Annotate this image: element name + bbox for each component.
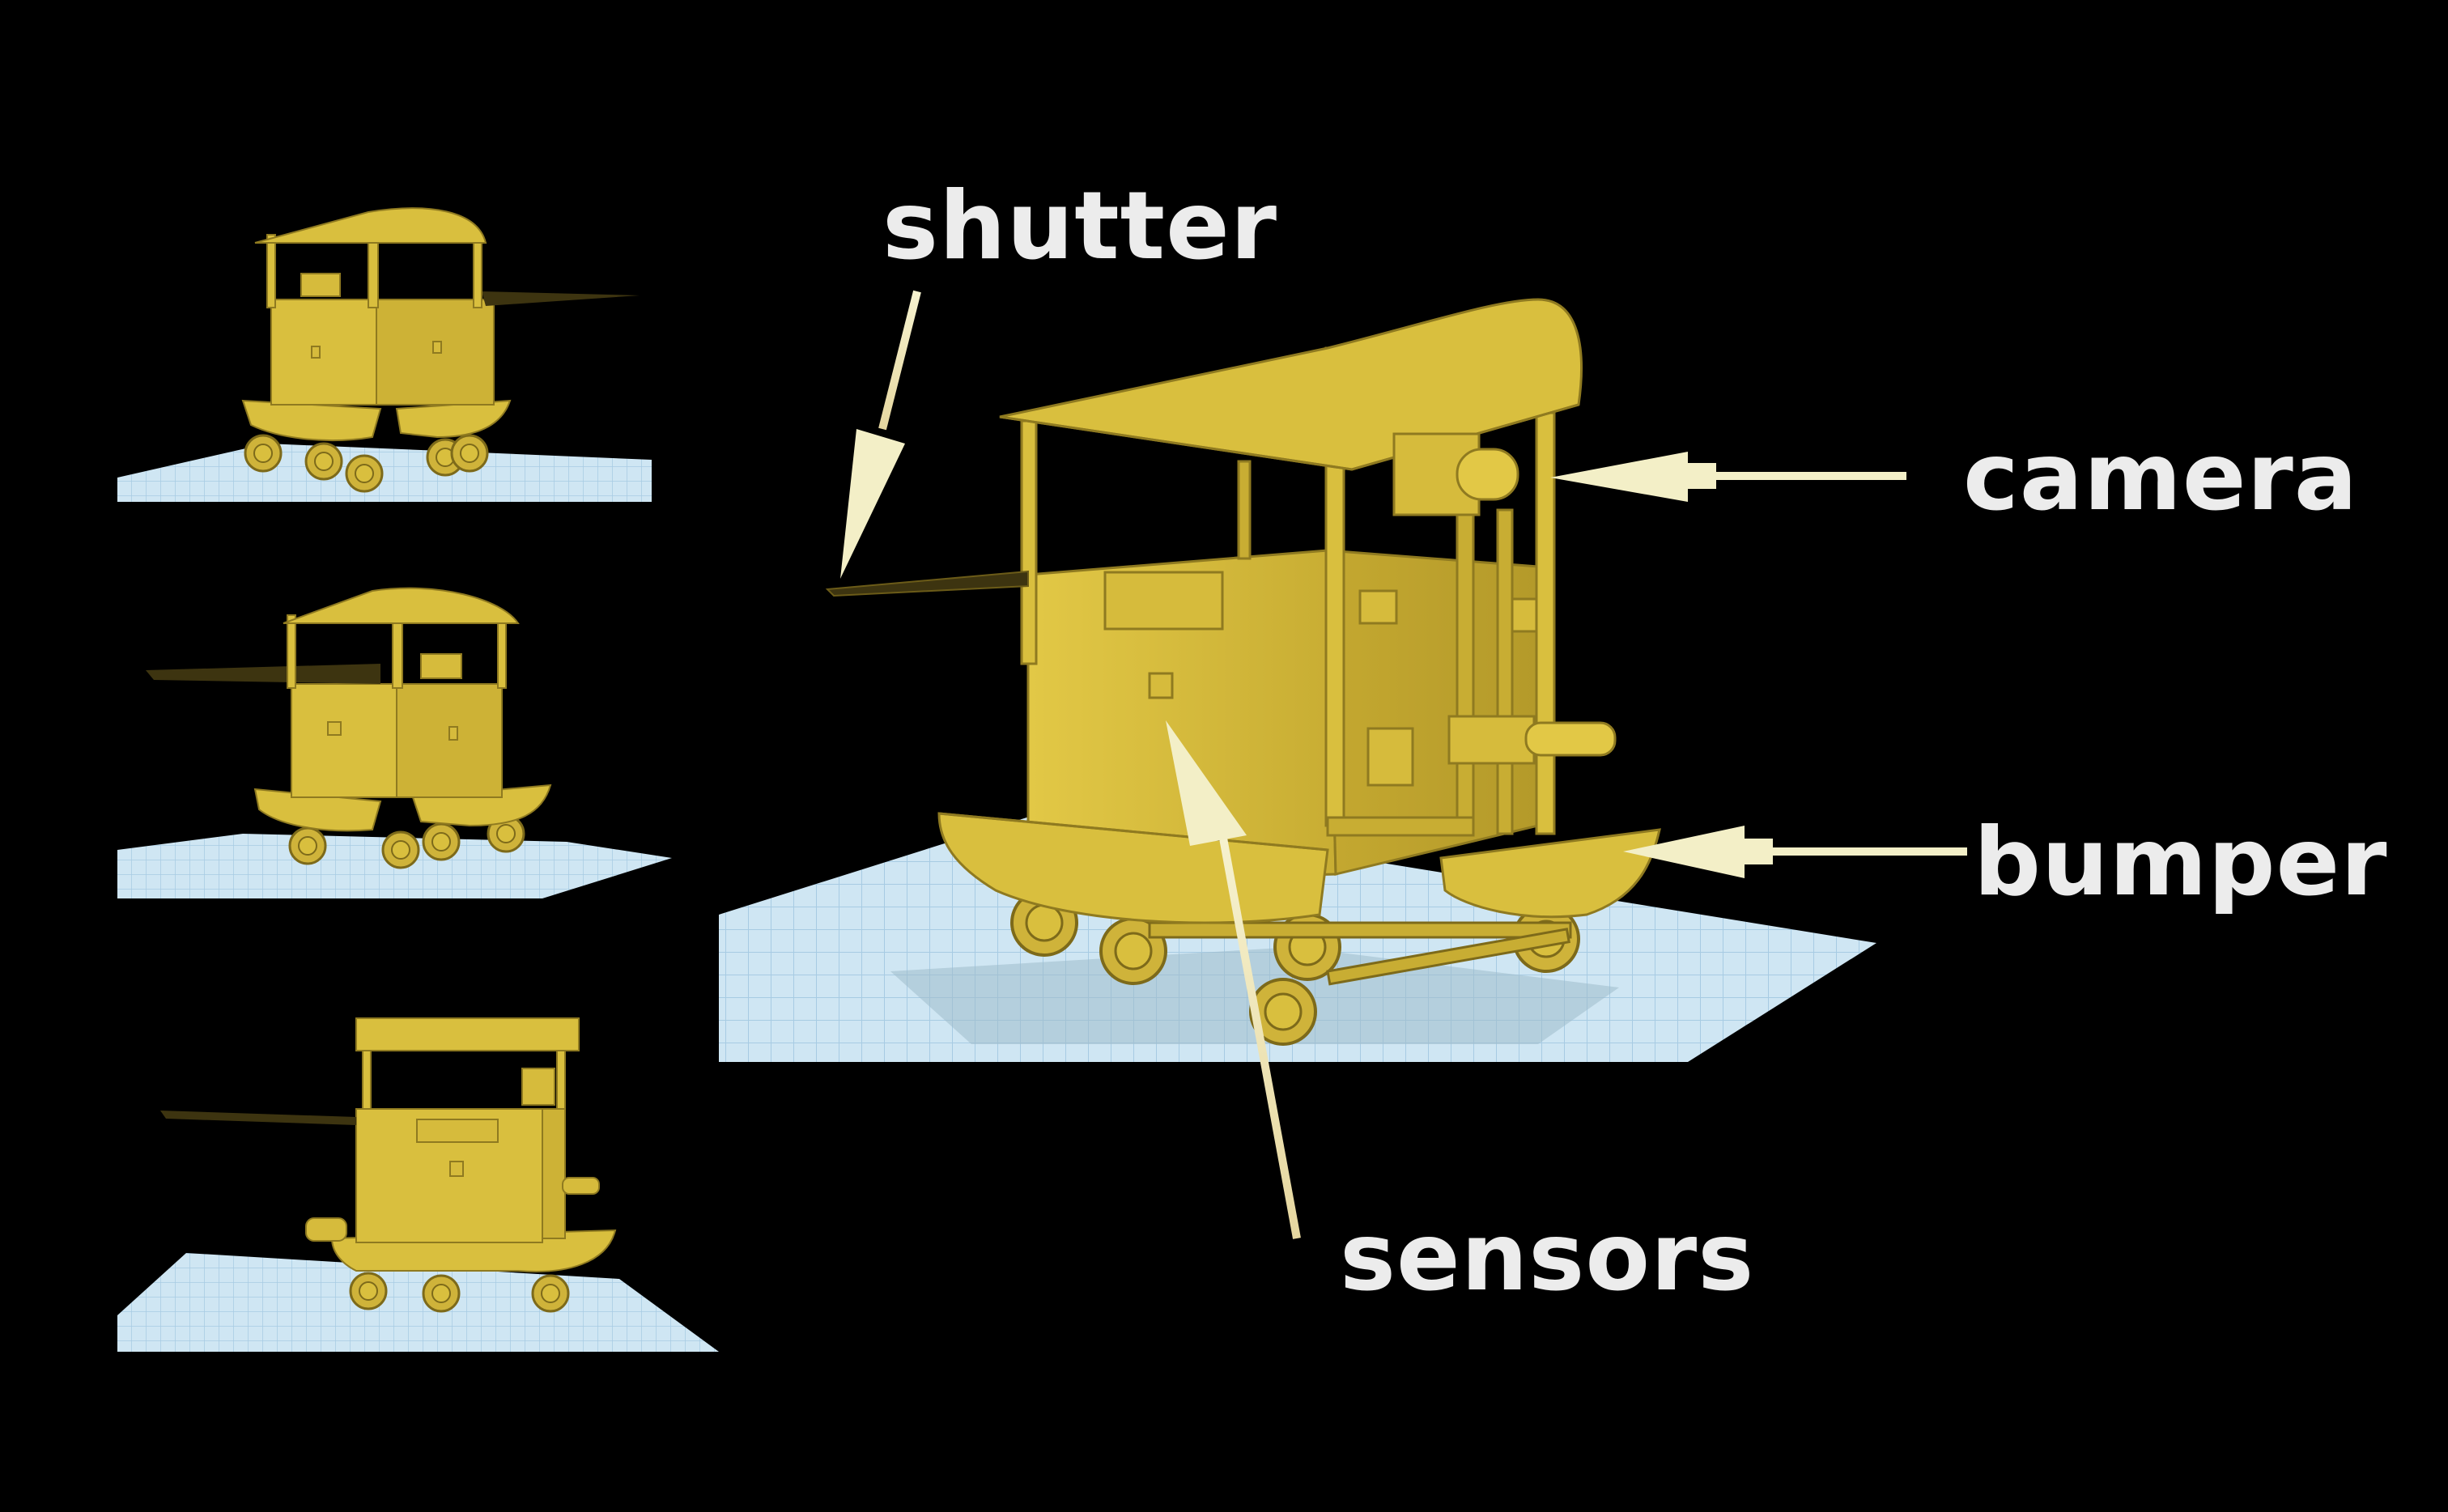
rover-thumbnail-1 <box>117 207 652 502</box>
bumper-arrow <box>1623 826 1967 878</box>
main-rover-model <box>719 298 1876 1062</box>
main-camera <box>1392 432 1519 516</box>
sensors-arrow <box>1166 720 1301 1239</box>
main-sensor-box <box>1148 672 1174 699</box>
camera-label: camera <box>1963 423 2359 532</box>
shutter-label: shutter <box>882 172 1277 281</box>
camera-arrow <box>1550 452 1906 502</box>
rover-thumbnail-3 <box>117 1017 719 1352</box>
shutter-arrow <box>840 290 921 579</box>
rover-thumbnail-2 <box>117 587 672 898</box>
bumper-label: bumper <box>1974 808 2388 917</box>
main-wheels <box>1010 889 1580 1046</box>
main-roof <box>999 298 1583 471</box>
main-shutter-panel <box>825 570 1029 597</box>
sensors-label: sensors <box>1340 1203 1755 1312</box>
